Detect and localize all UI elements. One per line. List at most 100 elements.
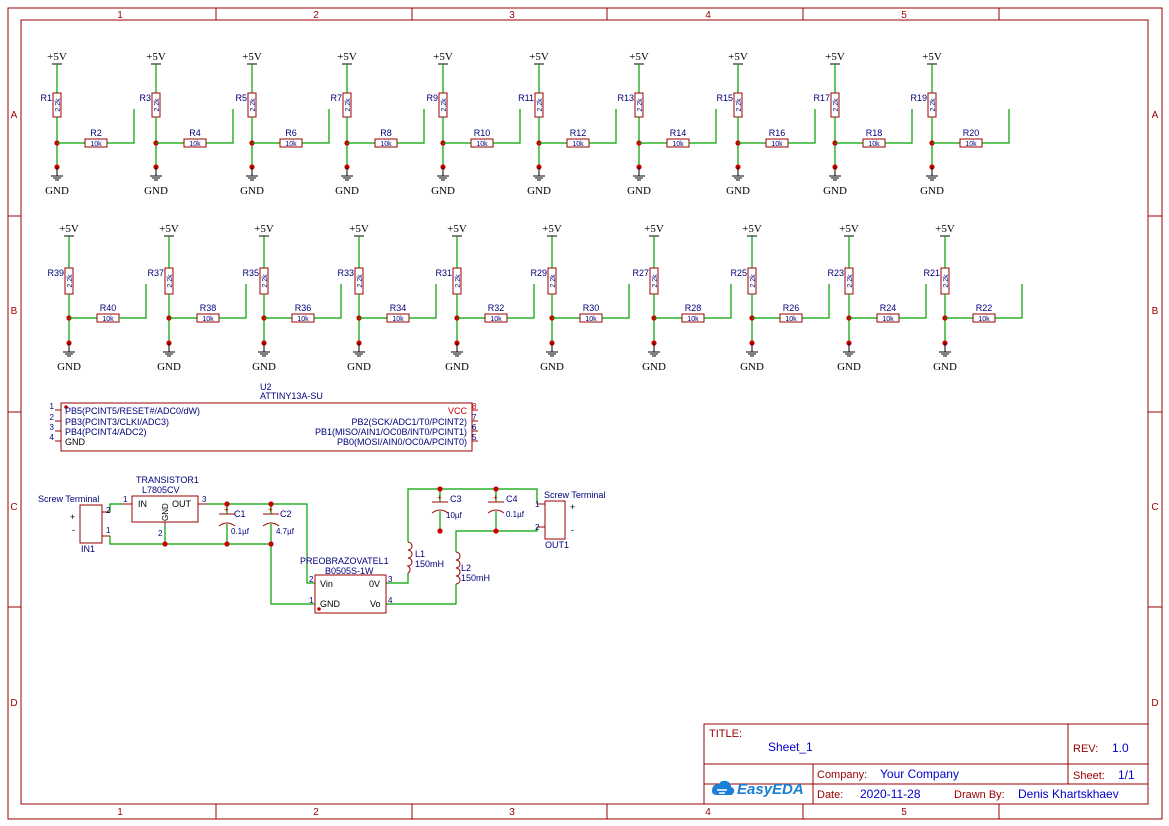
power-5v-label: +5V — [542, 223, 562, 235]
capacitor-c2[interactable]: + C2 4.7µf — [262, 505, 295, 536]
converter-pin-2: 2 — [309, 575, 314, 584]
pullup-ref: R25 — [730, 268, 747, 278]
drawn-by-value: Denis Khartskhaev — [1018, 787, 1119, 801]
out1-screw-terminal[interactable]: Screw Terminal + - 1 2 OUT1 — [535, 490, 605, 550]
series-value: 10k — [285, 141, 297, 148]
inductor-l2[interactable]: L2 150mH — [455, 551, 490, 585]
gnd-label: GND — [157, 361, 181, 373]
series-ref: R30 — [583, 303, 600, 313]
converter-vin-label: Vin — [320, 579, 333, 589]
converter-b0505s[interactable]: PREOBRAZOVATEL1 B0505S-1W Vin GND 0V Vo … — [300, 556, 393, 614]
converter-pin-3: 3 — [388, 575, 393, 584]
pullup-value: 2.2k — [537, 98, 544, 112]
frame-row-b-right: B — [1152, 306, 1159, 317]
inductor-l1[interactable]: L1 150mH — [406, 541, 444, 574]
series-value: 10k — [380, 141, 392, 148]
power-5v-label: +5V — [349, 223, 369, 235]
u2-pin-6-num: 6 — [472, 423, 477, 432]
converter-gnd-label: GND — [320, 599, 341, 609]
power-5v-label: +5V — [728, 51, 748, 63]
u2-pin-1-name: PB5(PCINT5/RESET#/ADC0/dW) — [65, 406, 200, 416]
gnd-label: GND — [57, 361, 81, 373]
pullup-value: 2.2k — [441, 98, 448, 112]
c2-ref: C2 — [280, 509, 292, 519]
power-5v-label: +5V — [146, 51, 166, 63]
pullup-value: 2.2k — [250, 98, 257, 112]
capacitor-c4[interactable]: + C4 0.1µf — [487, 493, 525, 519]
series-value: 10k — [882, 316, 894, 323]
power-5v-label: +5V — [59, 223, 79, 235]
series-ref: R24 — [880, 303, 897, 313]
pullup-value: 2.2k — [833, 98, 840, 112]
regulator-l7805cv[interactable]: TRANSISTOR1 L7805CV IN OUT GND 1 3 2 — [122, 475, 207, 538]
c4-plus: + — [493, 493, 498, 502]
c4-value: 0.1µf — [506, 510, 525, 519]
u2-pin-2-name: PB3(PCINT3/CLKI/ADC3) — [65, 417, 169, 427]
frame-col-1-bottom: 1 — [117, 807, 123, 818]
in1-screw-terminal[interactable]: Screw Terminal + - 2 1 IN1 — [38, 494, 111, 554]
series-ref: R16 — [769, 128, 786, 138]
pullup-value: 2.2k — [154, 98, 161, 112]
pullup-value: 2.2k — [67, 274, 74, 288]
gnd-label: GND — [45, 185, 69, 197]
series-value: 10k — [965, 141, 977, 148]
power-5v-label: +5V — [47, 51, 67, 63]
pullup-ref: R7 — [330, 93, 342, 103]
c3-plus: + — [437, 493, 442, 502]
pullup-value: 2.2k — [847, 274, 854, 288]
c1-ref: C1 — [234, 509, 246, 519]
c2-value: 4.7µf — [276, 527, 295, 536]
pullup-ref: R37 — [147, 268, 164, 278]
converter-vo-label: Vo — [370, 599, 381, 609]
series-ref: R26 — [783, 303, 800, 313]
power-5v-label: +5V — [254, 223, 274, 235]
company-value: Your Company — [880, 767, 959, 781]
series-ref: R4 — [189, 128, 201, 138]
easyeda-logo-text: EasyEDA — [737, 781, 804, 798]
regulator-part: L7805CV — [142, 485, 180, 495]
frame-col-4-top: 4 — [705, 10, 711, 21]
pullup-value: 2.2k — [550, 274, 557, 288]
converter-pin-4: 4 — [388, 596, 393, 605]
u2-pin-8-num: 8 — [472, 402, 477, 411]
out1-ref: OUT1 — [545, 540, 569, 550]
u2-attiny13a[interactable]: U2 ATTINY13A-SU 1 2 3 4 PB5(PCINT5/RESET… — [50, 382, 478, 452]
series-ref: R40 — [100, 303, 117, 313]
pullup-value: 2.2k — [262, 274, 269, 288]
series-value: 10k — [672, 141, 684, 148]
capacitor-c3[interactable]: + C3 10µf — [431, 493, 463, 520]
gnd-label: GND — [726, 185, 750, 197]
out1-pin-2: 2 — [535, 523, 540, 532]
series-value: 10k — [189, 141, 201, 148]
series-value: 10k — [785, 316, 797, 323]
series-ref: R6 — [285, 128, 297, 138]
power-5v-label: +5V — [922, 51, 942, 63]
gnd-label: GND — [642, 361, 666, 373]
pullup-value: 2.2k — [345, 98, 352, 112]
pullup-ref: R39 — [47, 268, 64, 278]
series-ref: R34 — [390, 303, 407, 313]
power-5v-label: +5V — [935, 223, 955, 235]
c4-ref: C4 — [506, 494, 518, 504]
sheet-label: Sheet: — [1073, 770, 1105, 782]
title-label: TITLE: — [709, 728, 742, 740]
series-ref: R28 — [685, 303, 702, 313]
power-5v-label: +5V — [825, 51, 845, 63]
pullup-value: 2.2k — [750, 274, 757, 288]
series-ref: R18 — [866, 128, 883, 138]
capacitor-c1[interactable]: + C1 0.1µf — [218, 505, 250, 536]
pullup-ref: R23 — [827, 268, 844, 278]
frame-col-3-top: 3 — [509, 10, 515, 21]
